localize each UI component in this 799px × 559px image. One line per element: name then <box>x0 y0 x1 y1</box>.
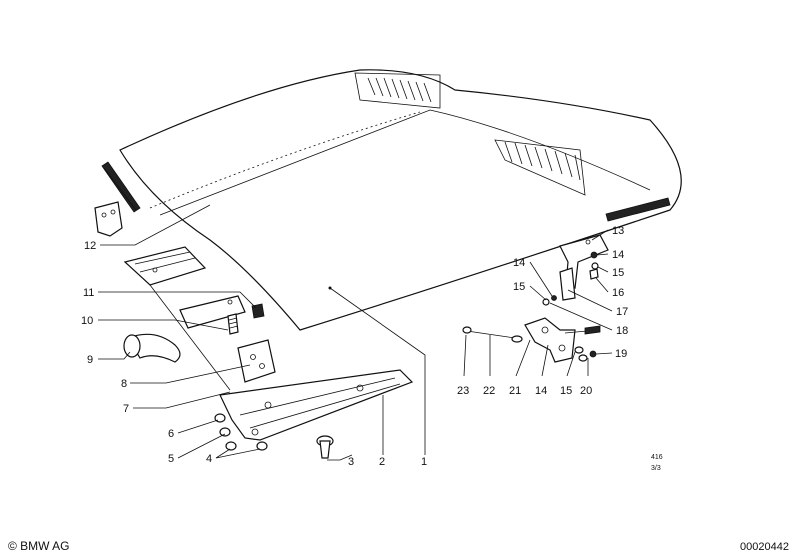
callout-8: 8 <box>121 378 127 390</box>
callout-5: 5 <box>168 453 174 465</box>
hinge-bracket-upper <box>123 246 207 286</box>
callout-14-lower: 14 <box>535 385 547 397</box>
bolt-10 <box>227 313 239 335</box>
callout-15-left: 15 <box>513 281 525 293</box>
sheet-page: 3/3 <box>651 465 661 472</box>
callout-12: 12 <box>84 240 96 252</box>
hood-vent-right <box>494 139 586 196</box>
hood-vent-left <box>367 77 432 103</box>
sheet-code: 416 <box>651 454 663 461</box>
callout-15-lower: 15 <box>560 385 572 397</box>
callout-17: 17 <box>616 306 628 318</box>
spring-clip-9 <box>123 333 181 363</box>
cable-22-23 <box>462 326 523 343</box>
callout-14-upper: 14 <box>612 249 624 261</box>
leader-lines <box>98 204 613 461</box>
callout-2: 2 <box>379 456 385 468</box>
lock-body-21 <box>524 317 576 363</box>
bolt-3 <box>316 435 334 459</box>
seal-strip-left <box>101 161 141 213</box>
callout-1: 1 <box>421 456 427 468</box>
copyright-notice: © BMW AG <box>8 539 70 553</box>
callout-21: 21 <box>509 385 521 397</box>
callout-9: 9 <box>87 354 93 366</box>
hinge-plate-8 <box>237 339 276 383</box>
callout-3: 3 <box>348 456 354 468</box>
seal-strip-right <box>605 197 671 222</box>
callout-15-upper: 15 <box>612 267 624 279</box>
callout-6: 6 <box>168 428 174 440</box>
callout-18: 18 <box>616 325 628 337</box>
lock-pawl-17-18 <box>542 267 576 306</box>
washers-4-5-6 <box>214 413 268 451</box>
lock-fasteners-14-15-16 <box>589 251 599 280</box>
lock-washers-15-20-19 <box>574 346 597 362</box>
hinge-arm-2 <box>219 369 414 441</box>
callout-19: 19 <box>615 348 627 360</box>
diagram-number: 00020442 <box>740 541 789 553</box>
callout-7: 7 <box>123 403 129 415</box>
hood-panel <box>119 69 682 331</box>
lock-rod <box>564 325 601 335</box>
callout-13: 13 <box>612 225 624 237</box>
callout-10: 10 <box>81 315 93 327</box>
bracket-12 <box>94 201 123 237</box>
callout-23: 23 <box>457 385 469 397</box>
callout-22: 22 <box>483 385 495 397</box>
callout-14-left: 14 <box>513 257 525 269</box>
callout-labels: 1 2 3 4 5 6 7 8 9 10 11 12 13 14 14 14 1… <box>81 225 628 468</box>
callout-4: 4 <box>206 453 212 465</box>
callout-16: 16 <box>612 287 624 299</box>
callout-20: 20 <box>580 385 592 397</box>
callout-11: 11 <box>83 287 94 299</box>
